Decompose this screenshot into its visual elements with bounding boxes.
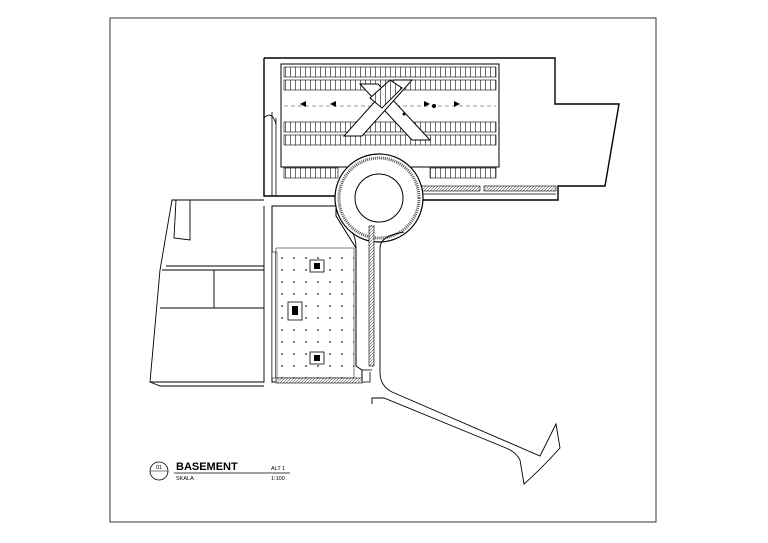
left-parcel <box>149 199 265 387</box>
scale-label: 1:100 <box>271 476 285 482</box>
access-road <box>351 225 561 485</box>
view-subtitle: SKALA <box>176 476 194 482</box>
parking-stall-row <box>283 134 497 146</box>
upper-parking-block <box>280 63 500 179</box>
title-block: 01 BASEMENT SKALA ALT 1 1:100 <box>149 461 290 482</box>
ramp-stair-left <box>271 251 278 379</box>
parking-stall-row <box>283 66 497 78</box>
lower-parking-hall <box>271 205 372 384</box>
curb-strip <box>415 185 481 192</box>
road-edge-left <box>264 112 273 197</box>
sheet-border <box>109 17 657 523</box>
curb-strip <box>483 185 557 192</box>
ramp-x <box>342 79 432 141</box>
roundabout <box>334 153 424 243</box>
view-number: 01 <box>156 465 162 471</box>
parking-stall-row <box>283 167 339 179</box>
curb-strip <box>275 377 363 384</box>
parking-stall-row <box>283 121 497 133</box>
traffic-arrows <box>300 101 460 116</box>
view-title: BASEMENT <box>176 461 238 473</box>
parking-stall-row <box>429 167 497 179</box>
level-label: ALT 1 <box>271 466 285 472</box>
